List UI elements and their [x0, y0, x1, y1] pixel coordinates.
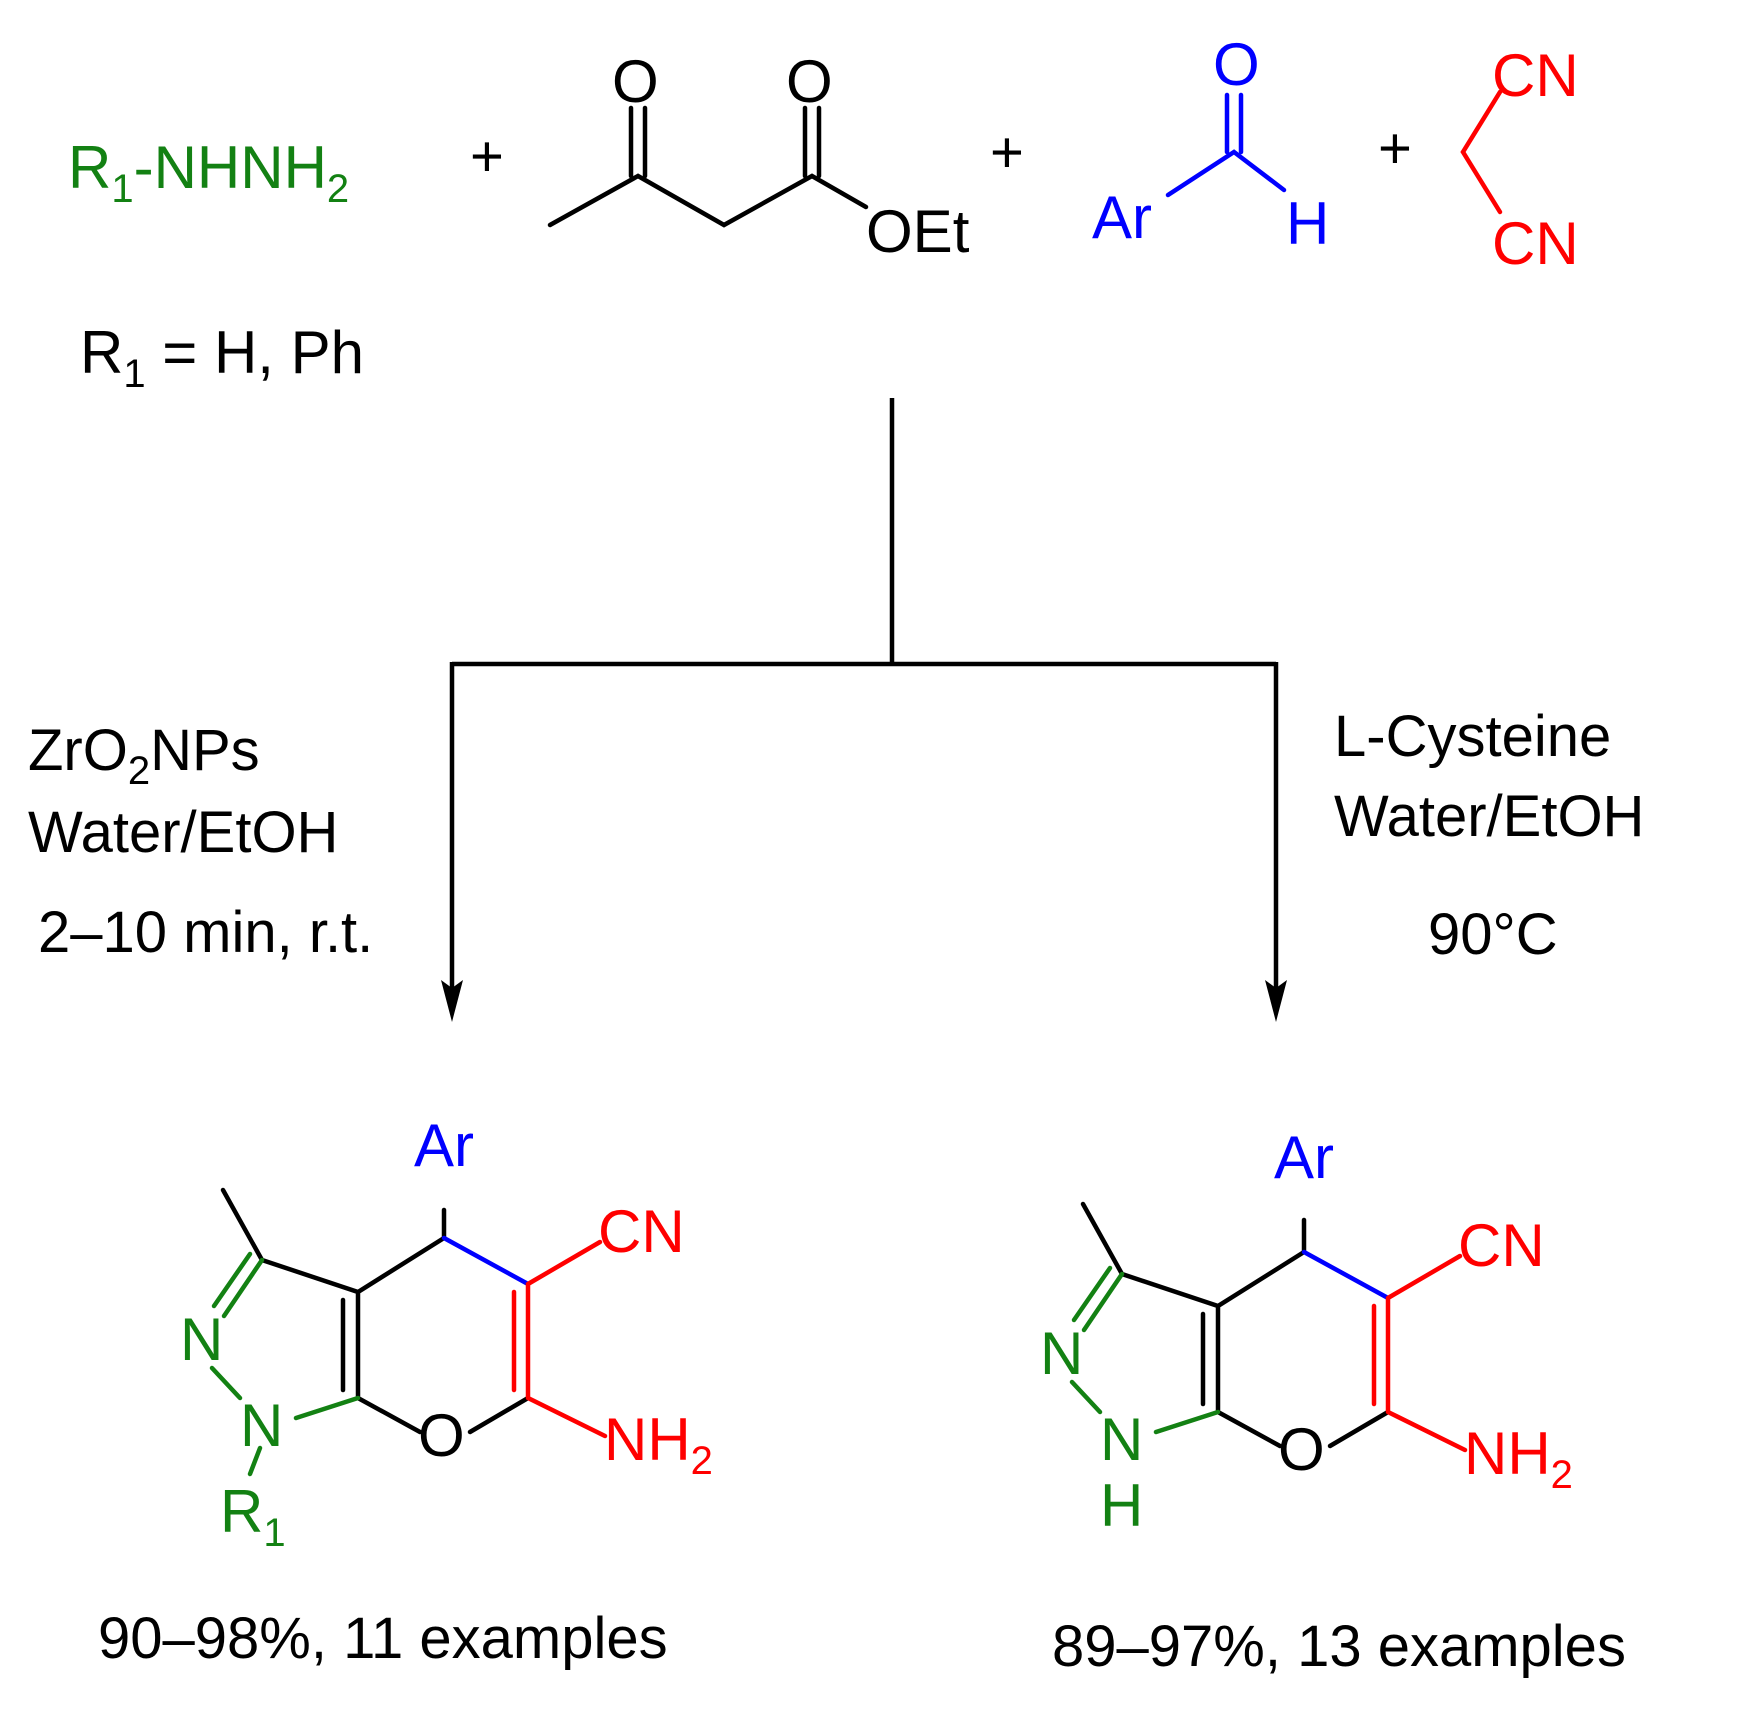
r1-def-prefix: R [80, 319, 123, 386]
product-left: Ar CN NH2 O N N R1 90–98%, 11 examples [98, 1112, 713, 1671]
reactant-aldehyde: O Ar H [1092, 31, 1329, 257]
ketoester-oet: OEt [866, 198, 970, 265]
right-catalyst: L-Cysteine [1334, 704, 1611, 769]
left-product-nh2: NH2 [604, 1406, 713, 1483]
left-product-r-sub: 1 [263, 1511, 285, 1555]
left-product-n2: N [240, 1392, 283, 1459]
branch-arrows [441, 398, 1287, 1022]
left-product-nh: NH [604, 1406, 691, 1473]
reactant-malononitrile: CN CN [1460, 42, 1579, 277]
plus-sign-2: + [990, 120, 1024, 185]
aldehyde-ar: Ar [1092, 184, 1152, 251]
right-product-nh: NH [1464, 1420, 1551, 1487]
ketoester-ketone-double-bond [628, 105, 648, 179]
right-product-ar: Ar [1274, 1124, 1334, 1191]
plus-sign-3: + [1378, 116, 1412, 181]
left-o-c-bond [467, 1395, 531, 1435]
right-arrowhead [1265, 980, 1287, 1022]
left-product-r1: R1 [220, 1478, 286, 1555]
left-solvent: Water/EtOH [28, 800, 338, 865]
aldehyde-h: H [1286, 190, 1329, 257]
right-product-n1: N [1040, 1320, 1083, 1387]
right-product-h: H [1100, 1472, 1143, 1539]
reactant-ethyl-acetoacetate: O O OEt [547, 48, 970, 265]
ketoester-o1: O [612, 48, 659, 115]
ketoester-chain [547, 173, 869, 228]
right-temperature: 90°C [1428, 902, 1558, 967]
aldehyde-o: O [1213, 31, 1260, 98]
right-solvent: Water/EtOH [1334, 784, 1644, 849]
right-product-n2: N [1100, 1406, 1143, 1473]
r1-def-sub: 1 [123, 352, 145, 396]
product-right: Ar CN NH2 O N N H 89–97%, 13 examples [1040, 1124, 1626, 1679]
ketoester-o2: O [786, 48, 833, 115]
r1-def-rest: = H, Ph [146, 319, 364, 386]
hydrazine-rest: -NHNH [134, 134, 327, 201]
right-product-o: O [1278, 1416, 1325, 1483]
svg-text:R1-NHNH2: R1-NHNH2 [68, 134, 349, 211]
malononitrile-cn-bottom: CN [1492, 210, 1579, 277]
left-arrowhead [441, 980, 463, 1022]
r1-definition: R1 = H, Ph [80, 319, 364, 396]
left-product-ar: Ar [414, 1112, 474, 1179]
left-product-yield: 90–98%, 11 examples [98, 1606, 668, 1671]
right-product-nh-sub: 2 [1551, 1453, 1573, 1497]
left-catalyst: ZrO2NPs [28, 718, 260, 793]
left-catalyst-suffix: NPs [150, 718, 260, 783]
right-product-cn: CN [1458, 1212, 1545, 1279]
conditions-left: ZrO2NPs Water/EtOH 2–10 min, r.t. [28, 718, 373, 965]
left-red-bonds [511, 1239, 608, 1439]
left-catalyst-sub: 2 [128, 749, 150, 793]
left-time: 2–10 min, r.t. [38, 900, 373, 965]
left-green-bonds [209, 1251, 361, 1477]
left-product-o: O [418, 1402, 465, 1469]
left-product-n1: N [180, 1306, 223, 1373]
plus-sign-1: + [470, 124, 504, 189]
hydrazine-r-sub: 1 [111, 167, 133, 211]
right-product-yield: 89–97%, 13 examples [1052, 1614, 1626, 1679]
left-product-nh-sub: 2 [691, 1439, 713, 1483]
left-catalyst-prefix: ZrO [28, 718, 128, 783]
aldehyde-double-bond [1224, 92, 1244, 155]
right-o-c-bond [1327, 1409, 1391, 1449]
right-green-bonds [1069, 1265, 1221, 1435]
malononitrile-bonds [1460, 89, 1503, 215]
reactant-hydrazine: R1-NHNH2 [68, 134, 349, 211]
right-blue-bond [1301, 1249, 1391, 1301]
conditions-right: L-Cysteine Water/EtOH 90°C [1334, 704, 1644, 967]
hydrazine-r: R [68, 134, 111, 201]
hydrazine-sub2: 2 [327, 167, 349, 211]
aldehyde-bonds [1165, 149, 1287, 198]
left-blue-bond [441, 1235, 531, 1287]
left-product-r: R [220, 1478, 263, 1545]
malononitrile-cn-top: CN [1492, 42, 1579, 109]
ketoester-ester-double-bond [802, 105, 822, 179]
right-product-nh2: NH2 [1464, 1420, 1573, 1497]
right-red-bonds [1371, 1253, 1468, 1453]
left-product-cn: CN [598, 1198, 685, 1265]
